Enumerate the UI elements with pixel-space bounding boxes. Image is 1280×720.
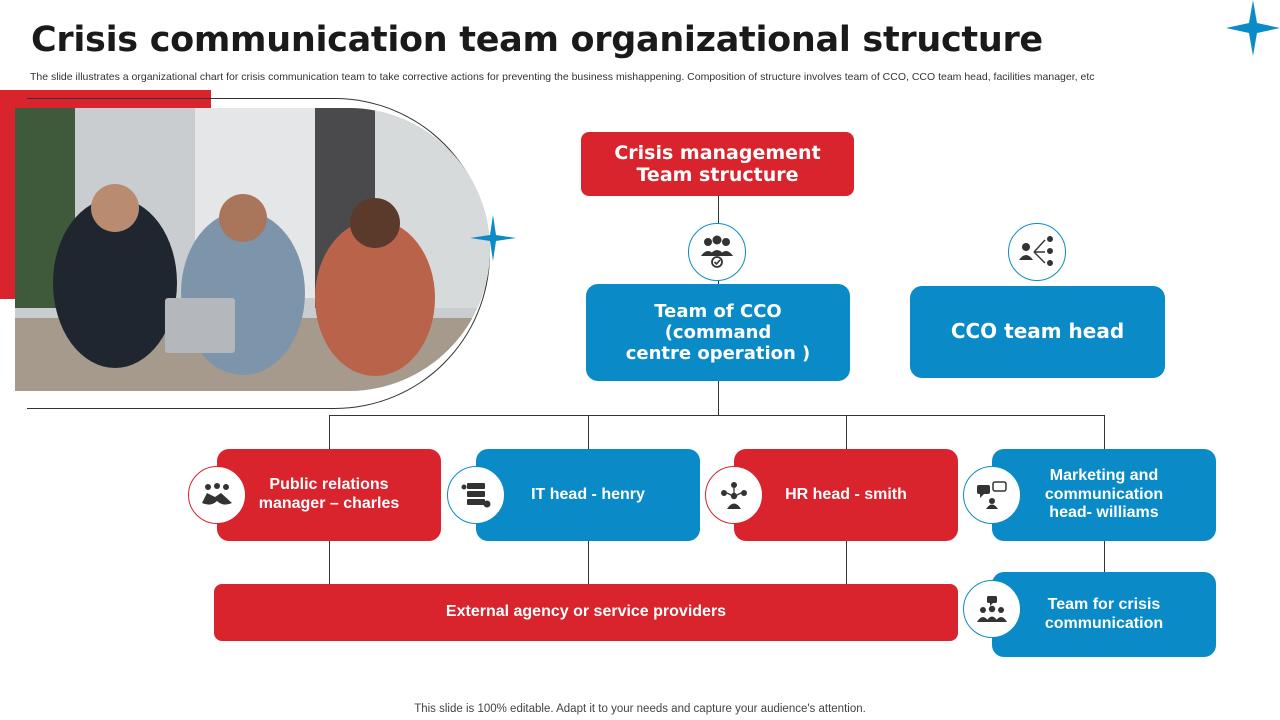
connector-line xyxy=(718,381,719,415)
connector-line xyxy=(1104,541,1105,572)
crisis-management-node: Crisis management Team structure xyxy=(581,132,854,196)
connector-line xyxy=(846,541,847,584)
connector-line xyxy=(329,541,330,584)
sparkle-star-icon xyxy=(470,215,516,261)
role-node: Public relations manager – charles xyxy=(217,449,441,541)
handshake-icon xyxy=(188,466,246,524)
speech-bubbles-icon xyxy=(963,466,1021,524)
org-chart-icon xyxy=(1008,223,1066,281)
sparkle-star-icon xyxy=(1226,0,1280,56)
team-icon xyxy=(688,223,746,281)
external-agency-node: External agency or service providers xyxy=(214,584,958,641)
server-icon xyxy=(447,466,505,524)
role-node: HR head - smith xyxy=(734,449,958,541)
connector-line xyxy=(329,415,330,449)
connector-line xyxy=(846,415,847,449)
meeting-photo xyxy=(15,108,490,391)
cco-team-head-node: CCO team head xyxy=(910,286,1165,378)
connector-line xyxy=(588,541,589,584)
connector-line xyxy=(329,415,1105,416)
connector-line xyxy=(718,281,719,285)
role-node: IT head - henry xyxy=(476,449,700,541)
role-node: Marketing and communication head- willia… xyxy=(992,449,1216,541)
team-of-cco-node: Team of CCO (command centre operation ) xyxy=(586,284,850,381)
connector-line xyxy=(718,196,719,224)
people-network-icon xyxy=(705,466,763,524)
footer-note: This slide is 100% editable. Adapt it to… xyxy=(414,703,866,715)
connector-line xyxy=(588,415,589,449)
page-title: Crisis communication team organizational… xyxy=(31,20,1043,60)
group-meeting-icon xyxy=(963,580,1021,638)
page-subtitle: The slide illustrates a organizational c… xyxy=(30,71,1095,83)
crisis-team-node: Team for crisis communication xyxy=(992,572,1216,657)
connector-line xyxy=(1104,415,1105,449)
